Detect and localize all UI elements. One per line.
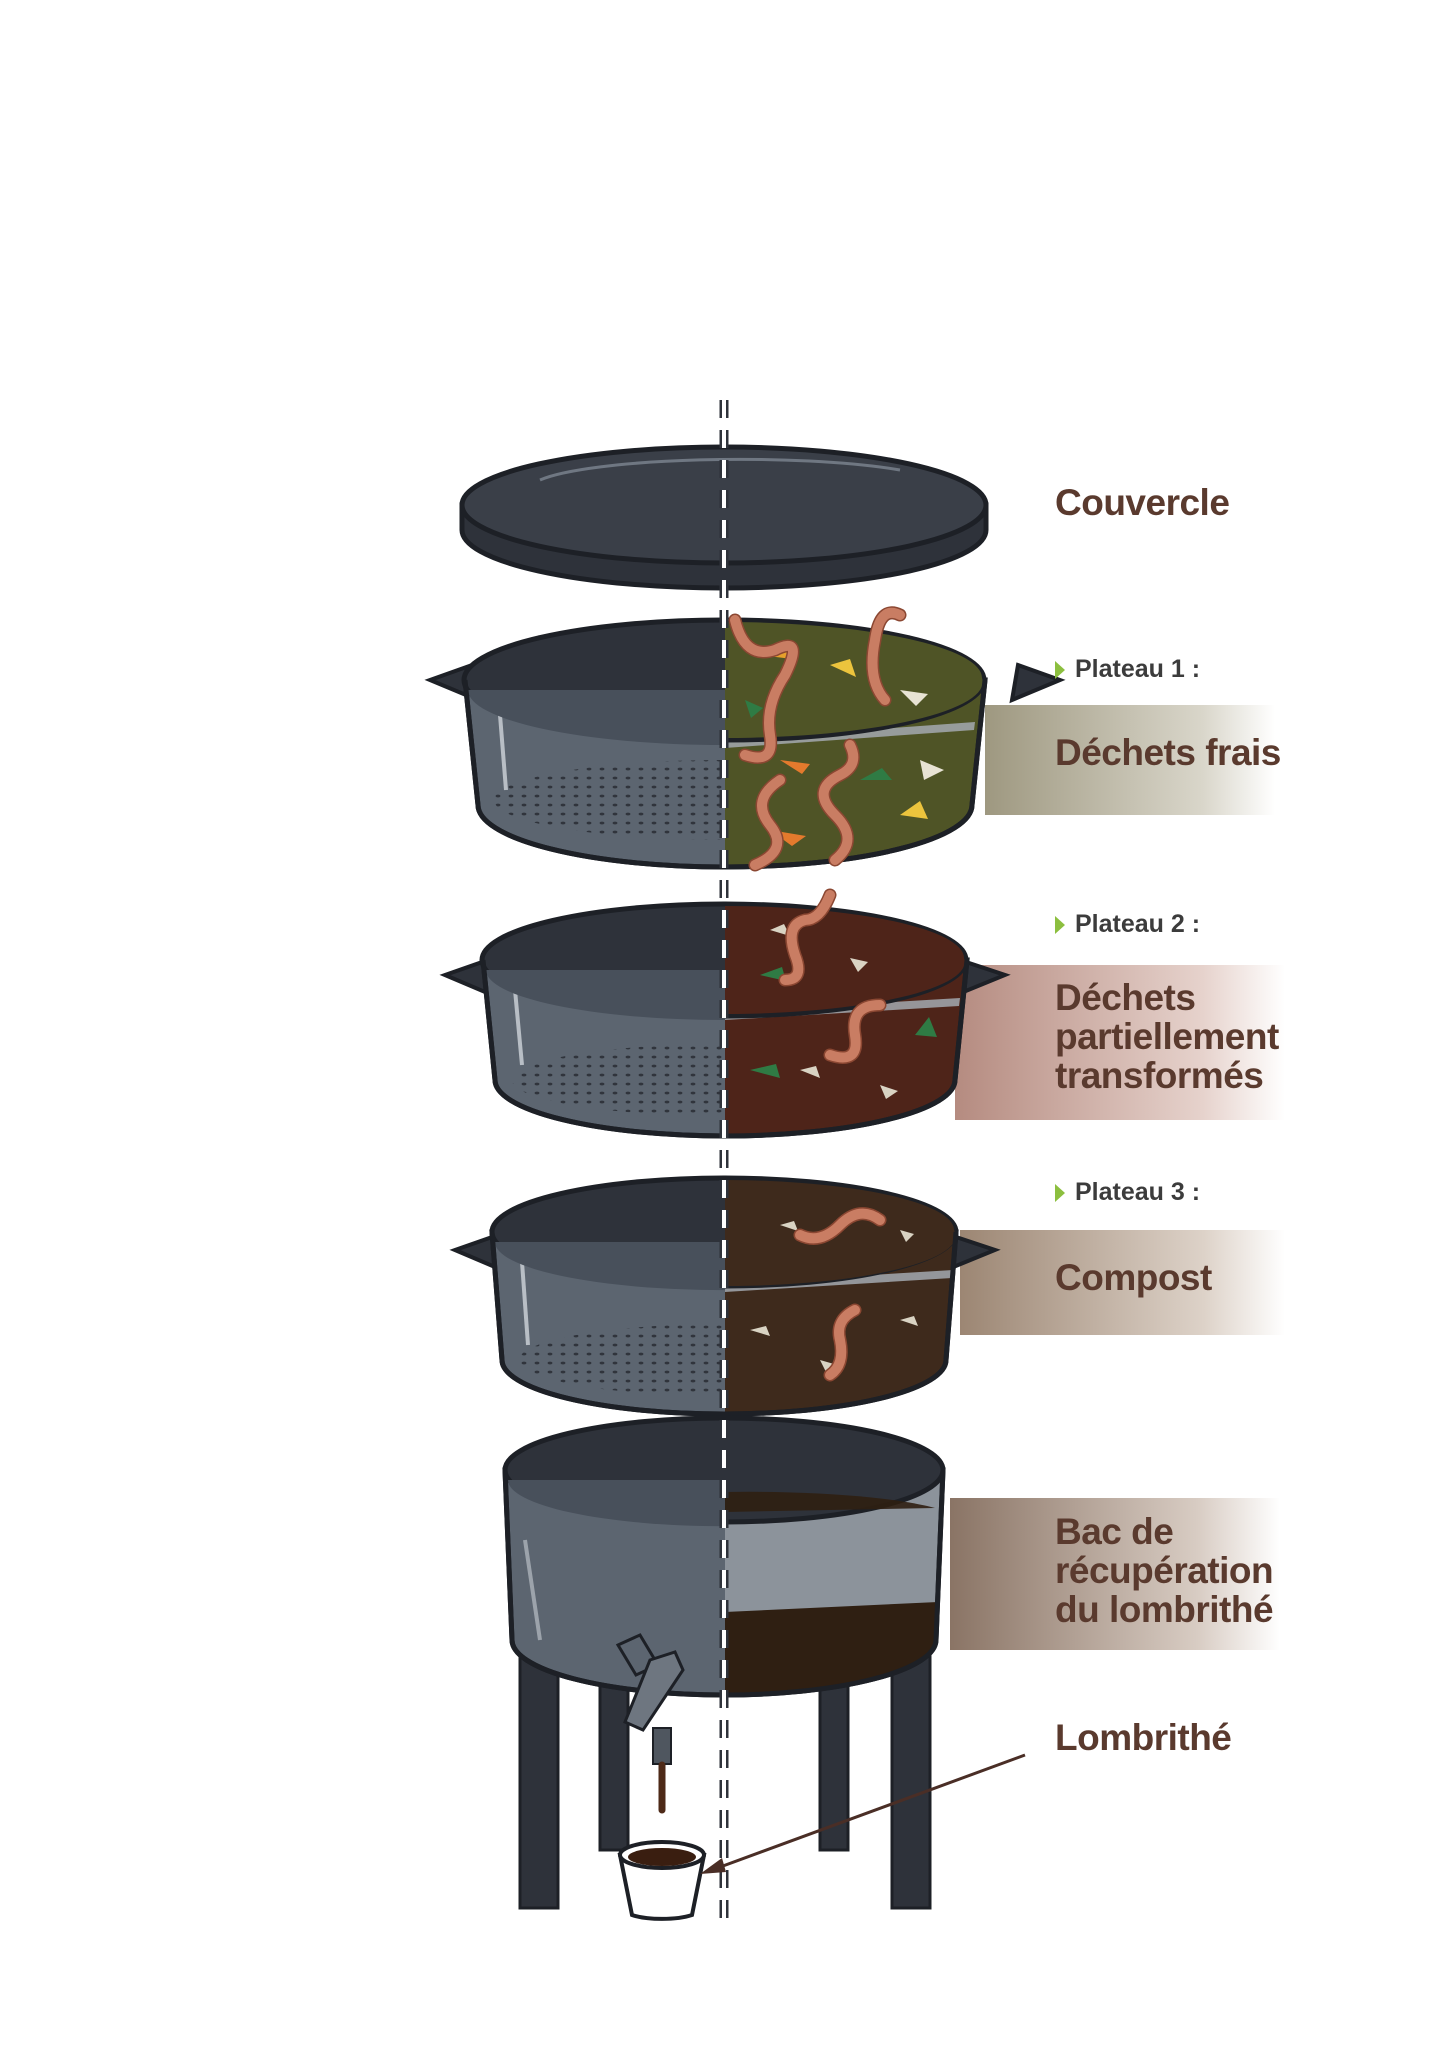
tray1-label-band [985, 705, 1275, 815]
collection-bin [502, 1415, 946, 1921]
tray2-label: Déchets partiellement transformés [1055, 977, 1279, 1096]
tray-3 [449, 1175, 1001, 1417]
tray-1 [424, 617, 1066, 870]
liquid-label: Lombrithé [1055, 1717, 1232, 1758]
plateau-marker-icon [1055, 661, 1065, 679]
tap-icon [615, 1633, 685, 1814]
tray1-label: Déchets frais [1055, 732, 1281, 773]
tray3-heading: Plateau 3 : [1055, 1178, 1200, 1206]
tray2-label-band [955, 965, 1285, 1120]
leader-arrow [700, 1753, 1026, 1874]
tray1-heading: Plateau 1 : [1055, 655, 1200, 683]
tray3-label: Compost [1055, 1257, 1212, 1298]
plateau-marker-icon [1055, 916, 1065, 934]
worm-icon [728, 606, 907, 1382]
tray3-label-band [960, 1230, 1285, 1335]
tray-2 [439, 901, 1011, 1139]
tray3-heading-text: Plateau 3 : [1075, 1178, 1201, 1206]
bin-label-band [950, 1498, 1280, 1650]
tray2-heading-text: Plateau 2 : [1075, 910, 1201, 938]
cup-icon [617, 1840, 707, 1921]
lid-label: Couvercle [1055, 482, 1230, 523]
plateau-marker-icon [1055, 1184, 1065, 1202]
bin-label: Bac de récupération du lombrithé [1055, 1511, 1274, 1630]
tray1-heading-text: Plateau 1 : [1075, 655, 1201, 683]
tray2-heading: Plateau 2 : [1055, 910, 1200, 938]
